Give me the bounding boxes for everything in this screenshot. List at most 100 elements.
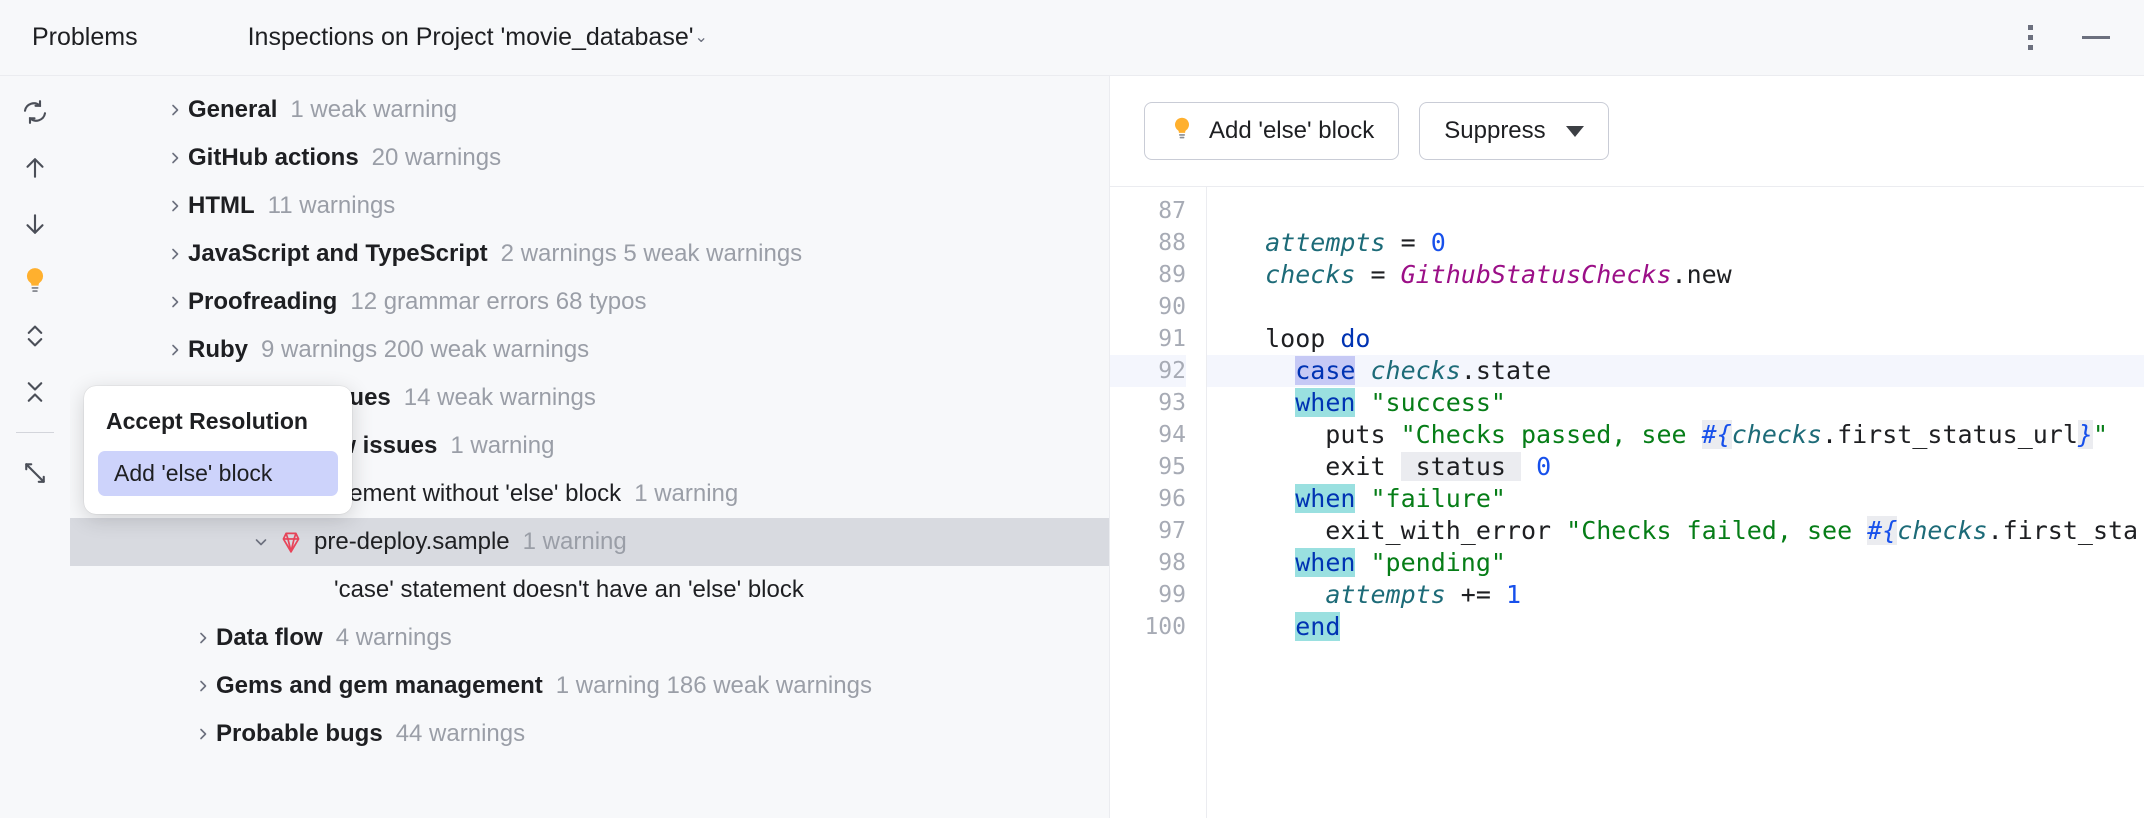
- tree-row-count: 44 warnings: [395, 720, 526, 747]
- tree-row-label: Data flow: [216, 624, 323, 651]
- code-token: exit: [1235, 452, 1401, 481]
- tab-problems[interactable]: Problems: [32, 23, 138, 51]
- tree-row-count: 1 warning: [634, 480, 739, 507]
- chevron-right-icon[interactable]: [190, 721, 216, 747]
- code-token: attempts: [1325, 580, 1446, 609]
- code-token: when: [1295, 388, 1356, 417]
- code-token: when: [1295, 484, 1356, 513]
- code-line[interactable]: attempts = 0: [1235, 227, 2144, 259]
- more-vertical-icon[interactable]: [2010, 18, 2050, 58]
- chevron-right-icon[interactable]: [162, 241, 188, 267]
- code-token: "Checks passed, see: [1400, 420, 1702, 449]
- add-else-block-label: Add 'else' block: [1209, 117, 1375, 144]
- tree-row-label: JavaScript and TypeScript: [188, 240, 488, 267]
- line-number: 99: [1158, 582, 1186, 608]
- tree-row-count: 4 warnings: [335, 624, 452, 651]
- code-line[interactable]: when "pending": [1235, 547, 2144, 579]
- suppress-button[interactable]: Suppress: [1419, 102, 1609, 160]
- popup-item-add-else-block[interactable]: Add 'else' block: [98, 451, 338, 496]
- accept-resolution-popup: Accept Resolution Add 'else' block: [84, 386, 352, 514]
- line-number: 91: [1158, 326, 1186, 352]
- code-token: end: [1295, 612, 1341, 641]
- line-number: 97: [1158, 518, 1186, 544]
- code-line[interactable]: exit status 0: [1235, 451, 2144, 483]
- code-token: .first_status_url: [1822, 420, 2078, 449]
- chevron-down-icon[interactable]: ⌄: [694, 29, 708, 46]
- code-token: checks: [1370, 356, 1461, 385]
- code-token: checks: [1897, 516, 1988, 545]
- show-quick-fixes-icon[interactable]: [13, 258, 57, 302]
- code-line[interactable]: [1235, 291, 2144, 323]
- chevron-right-icon[interactable]: [162, 193, 188, 219]
- chevron-down-icon[interactable]: [248, 529, 274, 555]
- tree-row[interactable]: Data flow 4 warnings: [70, 614, 1109, 662]
- code-token: exit_with_error: [1235, 516, 1567, 545]
- previous-problem-icon[interactable]: [13, 146, 57, 190]
- ruby-gem-icon: [278, 529, 304, 555]
- code-token: .new: [1671, 260, 1732, 289]
- line-number: 100: [1144, 614, 1186, 640]
- collapse-all-icon[interactable]: [13, 370, 57, 414]
- chevron-right-icon[interactable]: [162, 97, 188, 123]
- line-number: 98: [1158, 550, 1186, 576]
- lightbulb-icon: [1169, 115, 1195, 148]
- code-line[interactable]: attempts += 1: [1235, 579, 2144, 611]
- line-number: 88: [1158, 230, 1186, 256]
- code-line[interactable]: puts "Checks passed, see #{checks.first_…: [1235, 419, 2144, 451]
- code-line[interactable]: loop do: [1235, 323, 2144, 355]
- code-token: [1235, 228, 1265, 257]
- more-dots: [2027, 25, 2033, 50]
- chevron-right-icon[interactable]: [162, 337, 188, 363]
- code-line[interactable]: end: [1235, 611, 2144, 643]
- minimize-icon[interactable]: [2076, 18, 2116, 58]
- code-line[interactable]: checks = GithubStatusChecks.new: [1235, 259, 2144, 291]
- expand-all-icon[interactable]: [13, 314, 57, 358]
- rerun-inspections-icon[interactable]: [13, 90, 57, 134]
- code-line[interactable]: [1235, 195, 2144, 227]
- tree-row-count: 12 grammar errors 68 typos: [350, 288, 647, 315]
- code-token: loop: [1235, 324, 1341, 353]
- line-number: 92: [1110, 355, 1186, 387]
- tree-row[interactable]: Gems and gem management 1 warning 186 wea…: [70, 662, 1109, 710]
- tree-row[interactable]: Probable bugs 44 warnings: [70, 710, 1109, 758]
- tree-row-count: 2 warnings 5 weak warnings: [500, 240, 803, 267]
- chevron-right-icon[interactable]: [190, 673, 216, 699]
- tree-row[interactable]: Proofreading 12 grammar errors 68 typos: [70, 278, 1109, 326]
- code-line[interactable]: exit_with_error "Checks failed, see #{ch…: [1235, 515, 2144, 547]
- code-token: "success": [1370, 388, 1506, 417]
- code-token: ": [2092, 420, 2109, 449]
- code-lines[interactable]: attempts = 0 checks = GithubStatusChecks…: [1206, 187, 2144, 818]
- code-token: .state: [1460, 356, 1552, 385]
- tree-row-count: 9 warnings 200 weak warnings: [261, 336, 590, 363]
- code-line[interactable]: case checks.state: [1207, 355, 2144, 387]
- chevron-right-icon[interactable]: [162, 145, 188, 171]
- chevron-right-icon[interactable]: [190, 625, 216, 651]
- add-else-block-button[interactable]: Add 'else' block: [1144, 102, 1400, 160]
- chevron-right-icon[interactable]: [162, 289, 188, 315]
- code-line[interactable]: when "success": [1235, 387, 2144, 419]
- inspection-toolbar: [0, 76, 70, 818]
- suppress-label: Suppress: [1444, 117, 1546, 144]
- next-problem-icon[interactable]: [13, 202, 57, 246]
- tree-row-label: Proofreading: [188, 288, 338, 315]
- code-token: [1355, 484, 1370, 513]
- export-icon[interactable]: [13, 451, 57, 495]
- tree-row[interactable]: 'case' statement doesn't have an 'else' …: [70, 566, 1109, 614]
- code-token: "failure": [1370, 484, 1506, 513]
- tree-row-label: Gems and gem management: [216, 672, 543, 699]
- code-token: [1235, 260, 1265, 289]
- tree-row-count: 1 warning 186 weak warnings: [555, 672, 872, 699]
- code-token: [1355, 356, 1370, 385]
- code-line[interactable]: when "failure": [1235, 483, 2144, 515]
- chevron-down-icon: [1565, 125, 1584, 137]
- tree-row-label: Probable bugs: [216, 720, 383, 747]
- tree-row[interactable]: JavaScript and TypeScript 2 warnings 5 we…: [70, 230, 1109, 278]
